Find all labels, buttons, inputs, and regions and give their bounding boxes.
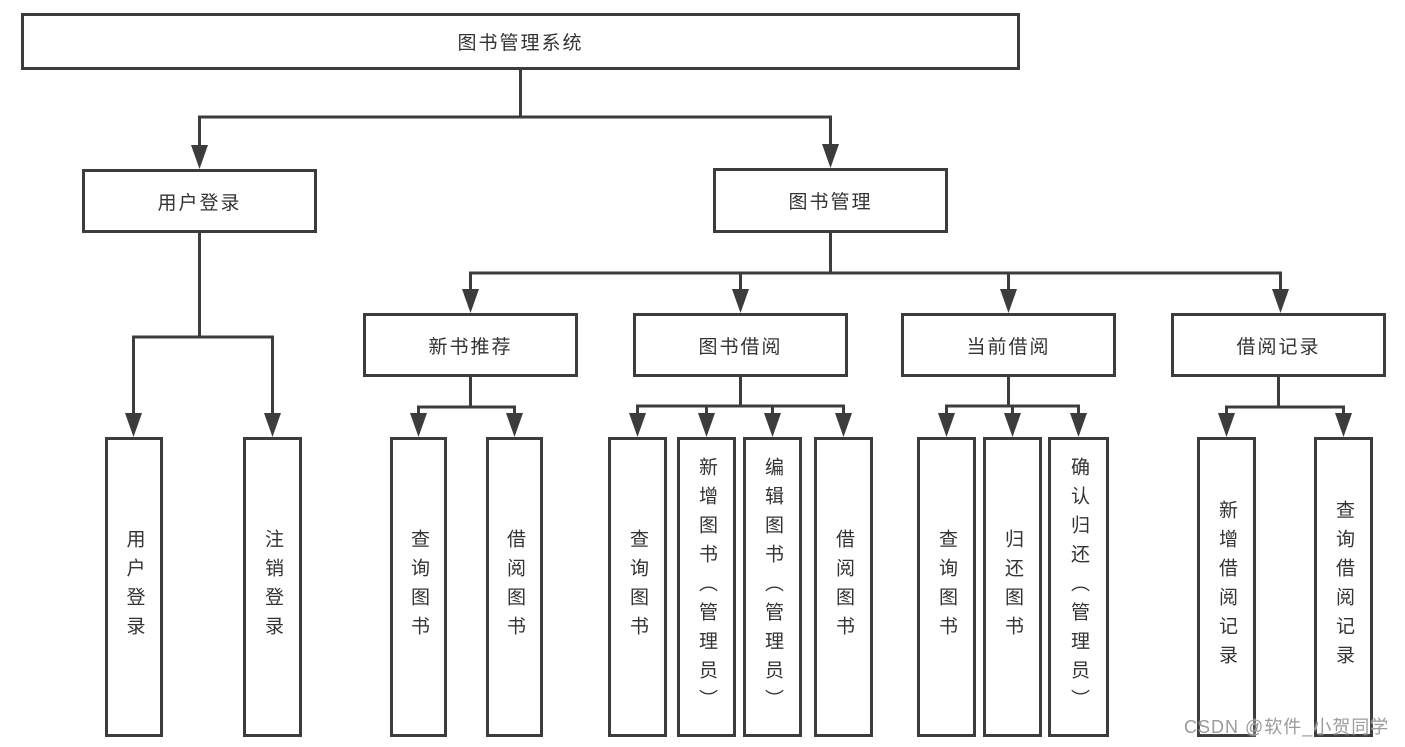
leaf-recommend-query-books: 查询图书: [390, 437, 447, 737]
node-new-book-recommend: 新书推荐: [363, 313, 578, 377]
node-user-login: 用户登录: [82, 169, 317, 233]
leaf-borrowing-edit-books-admin: 编辑图书（管理员）: [743, 437, 802, 737]
node-user-login-label: 用户登录: [157, 192, 242, 214]
leaf-records-add-record: 新增借阅记录: [1197, 437, 1256, 737]
node-book-borrowing: 图书借阅: [633, 313, 848, 377]
leaf-current-query-books: 查询图书: [917, 437, 976, 737]
leaf-current-confirm-return-admin: 确认归还（管理员）: [1048, 437, 1109, 737]
node-borrowing-records: 借阅记录: [1171, 313, 1386, 377]
leaf-borrowing-borrow-books: 借阅图书: [814, 437, 873, 737]
leaf-logout: 注销登录: [243, 437, 302, 737]
leaf-borrowing-add-books-admin: 新增图书（管理员）: [677, 437, 736, 737]
node-borrowing-records-label: 借阅记录: [1236, 336, 1321, 358]
node-book-management-label: 图书管理: [788, 192, 873, 213]
leaf-user-login: 用户登录: [105, 437, 163, 737]
csdn-watermark: CSDN @软件_小贺同学: [1184, 717, 1390, 737]
node-root-system: 图书管理系统: [21, 13, 1020, 70]
leaf-current-return-books: 归还图书: [983, 437, 1042, 737]
leaf-borrowing-query-books: 查询图书: [608, 437, 667, 737]
node-current-borrowing-label: 当前借阅: [966, 336, 1051, 358]
leaf-recommend-borrow-books: 借阅图书: [486, 437, 543, 737]
node-book-borrowing-label: 图书借阅: [698, 336, 783, 358]
node-root-label: 图书管理系统: [457, 33, 584, 54]
node-book-management: 图书管理: [713, 168, 948, 233]
node-new-book-recommend-label: 新书推荐: [428, 336, 513, 358]
leaf-records-query-record: 查询借阅记录: [1314, 437, 1373, 737]
node-current-borrowing: 当前借阅: [901, 313, 1116, 377]
